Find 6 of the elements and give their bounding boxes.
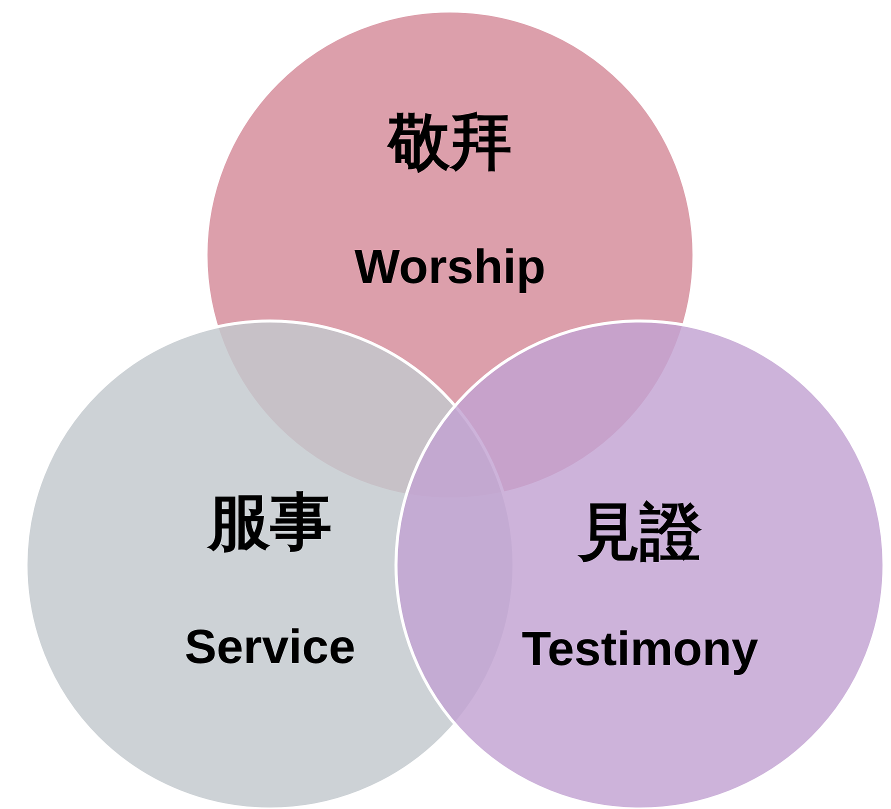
- circle-title: 敬拜: [388, 105, 512, 178]
- circle-title: 見證: [578, 495, 702, 568]
- circle-title: 服事: [208, 485, 332, 558]
- circle-subtitle: Testimony: [522, 623, 758, 676]
- circle-subtitle: Worship: [354, 241, 546, 294]
- circle-subtitle: Service: [184, 621, 356, 674]
